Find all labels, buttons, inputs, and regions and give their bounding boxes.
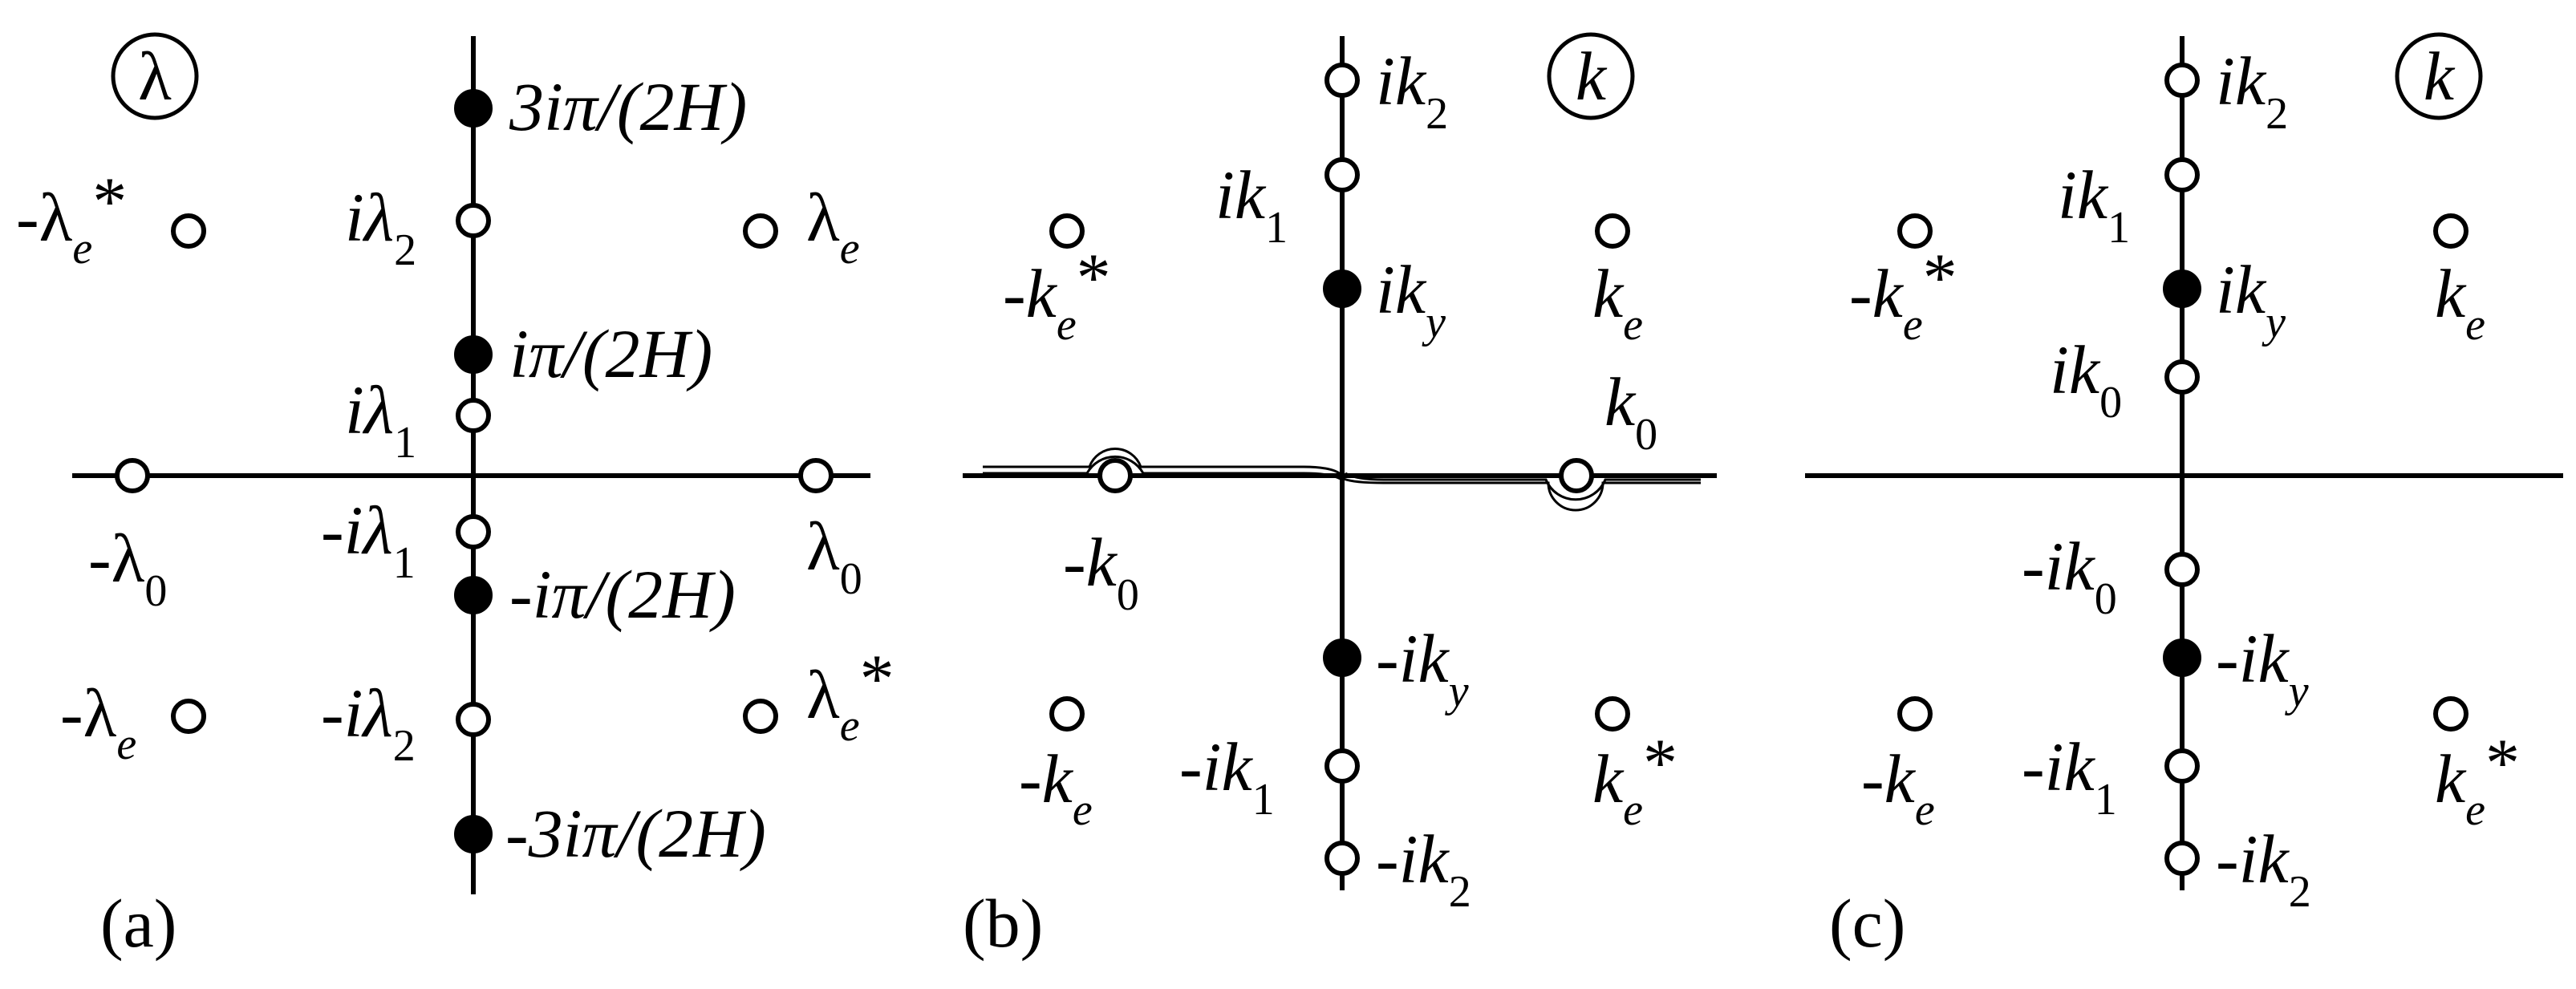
contour-lower-line-right [1343,477,1701,512]
label-neg-ik0: -ik0 [2022,528,2117,624]
contour-upper-line-right [1345,472,1701,501]
pole-neg-lambda-0 [115,458,150,493]
pole-ik0 [2164,359,2200,395]
label-ik2: ik2 [1376,43,1448,139]
label-neg-ik2: -ik2 [2216,821,2311,917]
filled-pole-iky [2163,270,2201,308]
label-lambda-e-conj: λe* [806,640,895,751]
label-neg-ik1: -ik1 [1179,728,1275,825]
contour-upper-line-left [983,447,1344,477]
contour-lower-line-left [983,455,1341,480]
label-neg-3i-pi-over-2H: -3iπ/(2H) [505,795,766,872]
label-iky: iky [2216,251,2286,347]
label-neg-ke-conj: -ke* [1849,239,1957,350]
label-ik1: ik1 [1215,156,1288,253]
pole-ik2 [1325,63,1360,98]
label-neg-ke: -ke [1019,740,1093,835]
label-i-lambda-2: iλ2 [345,179,416,275]
pole-ke-conj [2433,696,2468,732]
pole-neg-ik1 [2164,748,2200,784]
pole-ke-conj [1595,696,1630,732]
label-ke: ke [1592,255,1643,350]
pole-k0 [1559,458,1594,493]
filled-pole-neg-3i-pi [454,815,493,853]
filled-pole-3i-pi [454,89,493,128]
label-i-lambda-1: iλ1 [345,371,416,468]
label-neg-lambda-0: -λ0 [88,520,167,616]
label-lambda-0: λ0 [806,508,862,604]
panel-b-labels: k ik2 ik1 -ke* iky ke k0 -k0 -iky -ke -i… [963,38,1677,962]
pole-neg-lambda-e [171,699,206,734]
label-neg-ik2: -ik2 [1376,821,1471,917]
label-k0: k0 [1604,363,1657,460]
pole-neg-ke-conj [1897,213,1933,249]
pole-neg-ke [1897,696,1933,732]
label-ke: ke [2435,255,2485,350]
pole-neg-ik2 [1325,841,1360,876]
label-neg-lambda-e-conj: -λe* [16,163,127,274]
pole-ke [2433,213,2468,249]
caption-c: (c) [1829,885,1905,962]
label-ik2: ik2 [2216,43,2288,139]
pole-ik1 [2164,157,2200,193]
pole-neg-ik0 [2164,552,2200,587]
label-ik1: ik1 [2058,156,2130,253]
panel-b [963,32,1717,890]
pole-neg-i-lambda-2 [456,702,491,737]
caption-b: (b) [963,885,1043,962]
filled-pole-i-pi [454,335,493,374]
pole-neg-k0 [1097,458,1133,493]
label-neg-i-lambda-1: -iλ1 [321,492,416,588]
pole-neg-lambda-e-conj [171,213,206,249]
label-lambda-e: λe [806,179,860,274]
plane-symbol-circle [111,32,199,120]
label-neg-i-pi-over-2H: -iπ/(2H) [509,556,736,633]
pole-ke [1595,213,1630,249]
pole-neg-ke [1049,696,1085,732]
pole-lambda-e-conj [743,699,778,734]
pole-lambda-0 [798,458,834,493]
pole-neg-ik1 [1325,748,1360,784]
pole-ik2 [2164,63,2200,98]
label-i-pi-over-2H: iπ/(2H) [509,315,712,392]
plane-symbol-k: k [2424,38,2456,115]
plane-symbol-lambda: λ [138,38,172,115]
label-neg-k0: -k0 [1063,524,1139,620]
label-neg-ke-conj: -ke* [1003,239,1111,350]
label-3i-pi-over-2H: 3iπ/(2H) [509,68,747,145]
filled-pole-neg-iky [1323,638,1361,677]
pole-i-lambda-1 [456,398,491,433]
pole-neg-ke-conj [1049,213,1085,249]
pole-ik1 [1325,157,1360,193]
caption-a: (a) [100,885,176,962]
plane-symbol-circle [2395,32,2483,120]
pole-neg-ik2 [2164,841,2200,876]
label-neg-lambda-e: -λe [60,675,136,769]
pole-neg-i-lambda-1 [456,514,491,549]
label-neg-iky: -iky [2216,620,2309,716]
label-neg-iky: -iky [1376,620,1469,716]
filled-pole-neg-i-pi [454,576,493,614]
panel-a [72,32,870,894]
panel-c-labels: k ik2 ik1 -ke* iky ke ik0 -ik0 -iky -ke … [1829,38,2520,962]
filled-pole-neg-iky [2163,638,2201,677]
plane-symbol-k: k [1576,38,1608,115]
panel-a-labels: λ -λe* iλ2 λe 3iπ/(2H) iπ/(2H) iλ1 -λ0 λ… [16,38,895,962]
plane-symbol-circle [1547,32,1635,120]
label-ik0: ik0 [2050,331,2122,428]
label-ke-conj: ke* [1592,724,1677,835]
label-neg-i-lambda-2: -iλ2 [321,675,416,771]
label-ke-conj: ke* [2435,724,2520,835]
panel-c [1805,32,2563,890]
filled-pole-iky [1323,270,1361,308]
pole-i-lambda-2 [456,203,491,238]
label-iky: iky [1376,251,1446,347]
pole-lambda-e [743,213,778,249]
label-neg-ke: -ke [1861,740,1935,835]
label-neg-ik1: -ik1 [2022,728,2117,825]
